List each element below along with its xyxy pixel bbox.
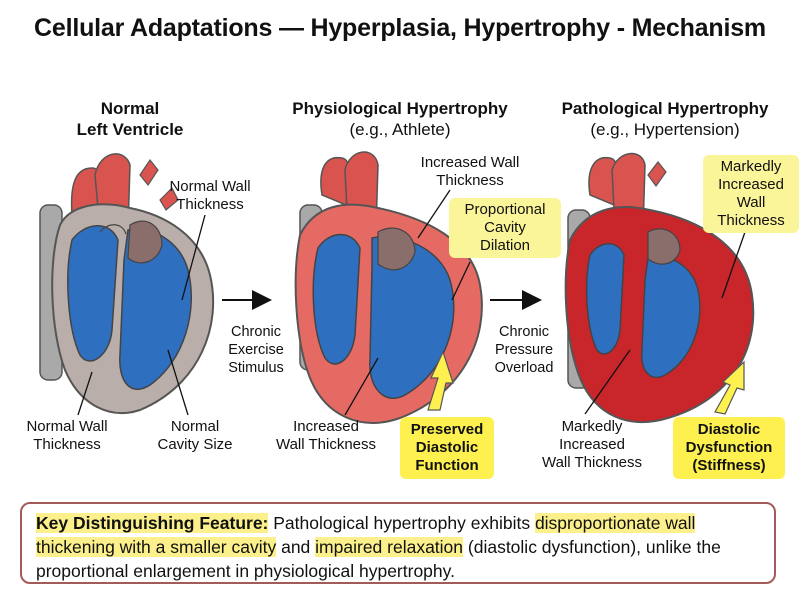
label-normal-wall-bottom: Normal Wall Thickness bbox=[8, 418, 126, 454]
label-normal-cavity: Normal Cavity Size bbox=[140, 418, 250, 454]
arrow-label-pressure: Chronic Pressure Overload bbox=[482, 323, 566, 377]
label-line: Markedly bbox=[561, 418, 623, 435]
label-line: Cavity Size bbox=[157, 436, 233, 453]
leader-line bbox=[167, 349, 189, 416]
label-line: Increased bbox=[559, 436, 625, 453]
column-heading-physiological: Physiological Hypertrophy (e.g., Athlete… bbox=[270, 98, 530, 140]
lightning-arrow-icon bbox=[714, 360, 745, 415]
label-line: Wall Thickness bbox=[275, 436, 377, 453]
heading-line-1: Pathological Hypertrophy bbox=[561, 99, 769, 118]
label-line: (Stiffness) bbox=[692, 457, 766, 474]
label-line: Increased bbox=[718, 176, 784, 193]
leader-line bbox=[181, 214, 206, 301]
label-line: Thickness bbox=[176, 196, 244, 213]
label-path-markedly-increased-top: Markedly Increased Wall Thickness bbox=[703, 155, 799, 233]
heading-line-1: Normal bbox=[100, 99, 160, 118]
label-line: Dysfunction bbox=[685, 439, 773, 456]
leader-line bbox=[417, 189, 451, 239]
label-phys-increased-wall-bottom: Increased Wall Thickness bbox=[262, 418, 390, 454]
label-line: Exercise bbox=[228, 342, 284, 358]
key-text: and bbox=[276, 537, 316, 557]
column-heading-pathological: Pathological Hypertrophy (e.g., Hyperten… bbox=[535, 98, 795, 140]
heart-pathological-icon bbox=[564, 152, 755, 423]
label-line: Diastolic bbox=[415, 439, 479, 456]
key-lead: Key Distinguishing Feature: bbox=[36, 513, 269, 533]
label-line: Stimulus bbox=[228, 360, 284, 376]
label-line: Increased bbox=[293, 418, 359, 435]
heading-line-2: (e.g., Hypertension) bbox=[590, 120, 740, 139]
label-line: Preserved bbox=[410, 421, 484, 438]
label-line: Function bbox=[415, 457, 479, 474]
lightning-arrow-icon bbox=[427, 350, 454, 411]
key-highlight: impaired relaxation bbox=[315, 537, 464, 557]
heart-normal-icon bbox=[39, 153, 215, 415]
label-line: Thickness bbox=[717, 212, 785, 229]
label-phys-increased-wall-top: Increased Wall Thickness bbox=[405, 154, 535, 190]
leader-line bbox=[451, 261, 471, 301]
key-text: (diastolic dysfunction), unlike the prop… bbox=[36, 537, 721, 581]
label-line: Wall bbox=[736, 194, 766, 211]
label-line: Overload bbox=[494, 360, 554, 376]
label-line: Normal bbox=[170, 418, 220, 435]
heading-line-2: (e.g., Athlete) bbox=[349, 120, 451, 139]
label-line: Thickness bbox=[436, 172, 504, 189]
label-line: Pressure bbox=[494, 342, 554, 358]
leader-line bbox=[344, 357, 379, 416]
key-text: Pathological hypertrophy exhibits bbox=[268, 513, 535, 533]
leader-line bbox=[584, 349, 631, 415]
label-normal-wall-top: Normal Wall Thickness bbox=[150, 178, 270, 214]
label-line: Dilation bbox=[479, 237, 531, 254]
label-phys-preserved-function: Preserved Diastolic Function bbox=[400, 417, 494, 479]
label-phys-proportional-dilation: Proportional Cavity Dilation bbox=[449, 198, 561, 258]
arrow-label-exercise: Chronic Exercise Stimulus bbox=[214, 323, 298, 377]
label-line: Chronic bbox=[231, 324, 281, 340]
heart-physiological-icon bbox=[294, 151, 483, 424]
label-path-markedly-increased-bottom: Markedly Increased Wall Thickness bbox=[522, 418, 662, 472]
label-line: Thickness bbox=[33, 436, 101, 453]
label-line: Chronic bbox=[499, 324, 549, 340]
heading-line-2: Left Ventricle bbox=[76, 120, 184, 139]
leader-line bbox=[77, 371, 93, 416]
label-line: Wall Thickness bbox=[541, 454, 643, 471]
label-path-diastolic-dysfunction: Diastolic Dysfunction (Stiffness) bbox=[673, 417, 785, 479]
label-line: Normal Wall bbox=[26, 418, 108, 435]
label-line: Markedly bbox=[720, 158, 782, 175]
label-line: Increased Wall bbox=[420, 154, 520, 171]
label-line: Diastolic bbox=[697, 421, 761, 438]
heading-line-1: Physiological Hypertrophy bbox=[292, 99, 508, 118]
page-title: Cellular Adaptations — Hyperplasia, Hype… bbox=[34, 14, 766, 42]
column-heading-normal: Normal Left Ventricle bbox=[55, 98, 205, 140]
key-feature-box: Key Distinguishing Feature: Pathological… bbox=[20, 502, 776, 584]
label-line: Proportional bbox=[464, 201, 546, 218]
label-line: Normal Wall bbox=[169, 178, 251, 195]
label-line: Cavity bbox=[484, 219, 526, 236]
leader-line bbox=[721, 231, 746, 299]
